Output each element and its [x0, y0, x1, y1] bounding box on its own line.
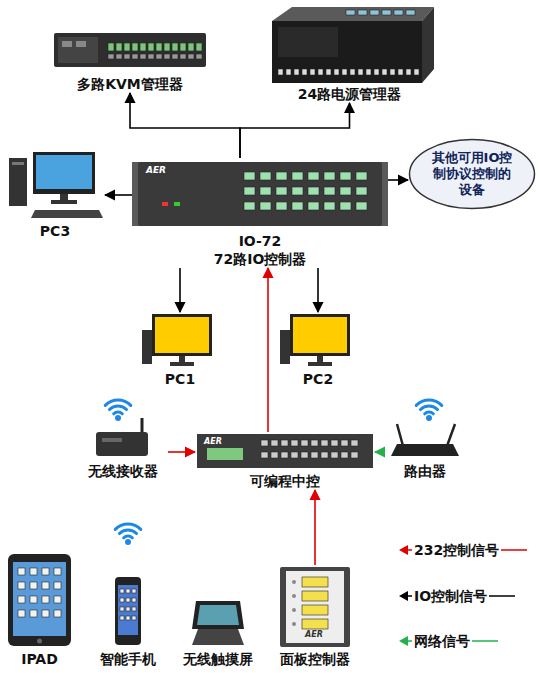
legend-text: 网络信号: [414, 632, 470, 650]
node-label: PC2: [303, 370, 333, 388]
signal-connector: [105, 194, 132, 196]
device-illustration: [2, 552, 77, 650]
signal-connector: [388, 179, 408, 181]
legend-text: IO控制信号: [414, 587, 487, 605]
signal-connector: [375, 451, 385, 453]
legend-sample: [501, 544, 527, 556]
device-illustration: [262, 3, 437, 85]
device-node: 智能手机: [95, 575, 160, 668]
device-illustration: [132, 158, 388, 232]
device-illustration: [195, 432, 375, 472]
device-illustration: [50, 25, 210, 75]
node-label: 无线接收器: [88, 462, 158, 480]
node-label: 路由器: [404, 462, 446, 480]
device-node: IPAD: [2, 552, 77, 668]
wifi-symbol: [108, 512, 148, 548]
node-label: 其他可用IO控制协议控制的设备: [428, 150, 516, 198]
signal-connector: [240, 103, 350, 158]
brand-logo: AER: [204, 437, 222, 447]
device-illustration: [385, 392, 465, 462]
node-label: PC1: [165, 370, 195, 388]
signal-connector: [317, 268, 319, 312]
legend-row: 232控制信号: [398, 541, 527, 559]
signal-connector: [267, 268, 269, 432]
legend-sample: [398, 590, 412, 602]
node-label: 面板控制器: [280, 650, 350, 668]
device-node: PC3: [5, 148, 105, 240]
device-illustration: [5, 148, 105, 222]
node-label: 72路IO控制器: [214, 250, 307, 268]
node-label: 无线触摸屏: [183, 650, 253, 668]
legend-text: 232控制信号: [414, 541, 499, 559]
device-node: PC1: [140, 312, 220, 388]
node-label: 智能手机: [100, 650, 156, 668]
device-node: 路由器: [385, 392, 465, 480]
legend-row: 网络信号: [398, 632, 498, 650]
device-illustration: [78, 392, 168, 462]
device-ellipse: 其他可用IO控制协议控制的设备: [408, 138, 536, 210]
signal-connector: [130, 93, 240, 158]
legend-sample: [398, 544, 412, 556]
node-label: IPAD: [21, 650, 58, 668]
brand-logo: AER: [146, 165, 166, 175]
device-illustration: [278, 312, 358, 370]
legend-sample: [472, 635, 498, 647]
device-node: IO-7272路IO控制器: [132, 158, 388, 268]
device-node: 可编程中控: [195, 432, 375, 490]
device-node: 24路电源管理器: [262, 3, 437, 103]
device-illustration: [95, 575, 160, 650]
device-illustration: [140, 312, 220, 370]
node-label: 24路电源管理器: [298, 85, 401, 103]
legend-row: IO控制信号: [398, 587, 515, 605]
device-node: 无线接收器: [78, 392, 168, 480]
node-label: IO-72: [239, 232, 282, 250]
device-node: 多路KVM管理器: [50, 25, 210, 93]
legend-sample: [489, 590, 515, 602]
signal-connector: [168, 451, 195, 453]
device-illustration: [178, 595, 258, 650]
node-label: 可编程中控: [250, 472, 320, 490]
brand-logo: AER: [305, 630, 323, 640]
device-node: 面板控制器: [272, 565, 358, 668]
legend-sample: [398, 635, 412, 647]
device-node: 无线触摸屏: [178, 595, 258, 668]
node-label: PC3: [40, 222, 70, 240]
device-node: PC2: [278, 312, 358, 388]
node-label: 多路KVM管理器: [77, 75, 183, 93]
signal-connector: [179, 268, 181, 312]
signal-connector: [314, 490, 316, 565]
